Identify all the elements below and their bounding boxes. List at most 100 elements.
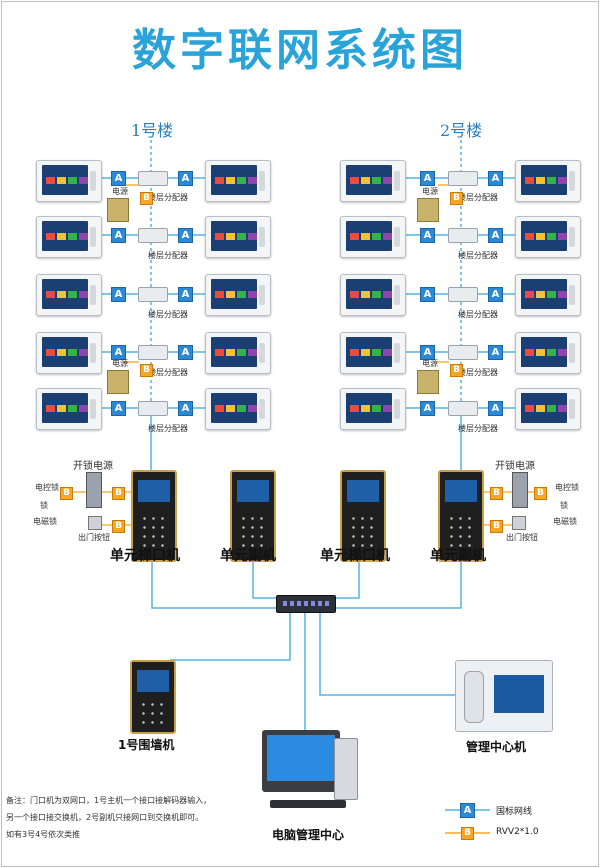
indoor-monitor [340, 274, 406, 316]
network-cable-marker: A [488, 401, 503, 416]
splitter-label: 楼层分配器 [148, 193, 188, 202]
network-cable-marker: A [178, 401, 193, 416]
network-cable-marker: A [178, 228, 193, 243]
network-cable-marker: A [488, 287, 503, 302]
indoor-monitor [205, 216, 271, 258]
diagram-title: 数字联网系统图 [132, 25, 468, 76]
network-cable-marker: A [178, 287, 193, 302]
psu-label: 电源 [422, 187, 438, 196]
power-cable-marker: B [60, 487, 73, 500]
link-wall [170, 611, 291, 661]
psu-label: 电源 [112, 359, 128, 368]
note-line-3: 如有3号4号依次类推 [6, 830, 81, 839]
lock-power-label-right: 开锁电源 [495, 461, 535, 472]
network-cable-marker: A [420, 228, 435, 243]
magnetic-lock-label-right: 电磁锁 [553, 517, 577, 526]
floor-splitter [448, 401, 478, 416]
network-cable-marker: A [488, 171, 503, 186]
indoor-monitor [515, 388, 581, 430]
link-unit3 [334, 560, 360, 599]
indoor-monitor [340, 332, 406, 374]
network-cable-marker: A [111, 287, 126, 302]
floor-splitter [448, 228, 478, 243]
lock-power-unit-left [86, 472, 102, 508]
splitter-label: 楼层分配器 [148, 424, 188, 433]
floor-splitter [448, 345, 478, 360]
network-cable-marker: A [178, 171, 193, 186]
psu-label: 电源 [112, 187, 128, 196]
electric-lock-label-left: 电控锁 [35, 483, 59, 492]
exit-button-label-right: 出门按钮 [506, 533, 538, 542]
network-cable-marker: A [178, 345, 193, 360]
management-center-unit [455, 660, 553, 732]
network-cable-marker: A [111, 345, 126, 360]
legend-network-symbol: A [460, 803, 475, 818]
network-cable-marker: A [420, 171, 435, 186]
power-cable-marker: B [112, 520, 125, 533]
link-unit4 [334, 560, 462, 609]
legend-power-symbol: B [461, 827, 474, 840]
exit-button-label-left: 出门按钮 [78, 533, 110, 542]
indoor-monitor [340, 388, 406, 430]
network-cable-marker: A [111, 171, 126, 186]
wall-door-station [130, 660, 176, 734]
psu-label: 电源 [422, 359, 438, 368]
indoor-monitor [515, 332, 581, 374]
power-cable-marker: B [450, 364, 463, 377]
lock-power-unit-right [512, 472, 528, 508]
indoor-monitor [36, 388, 102, 430]
electric-lock-label-right: 电控锁 [555, 483, 579, 492]
riser-power-supply [417, 198, 439, 222]
network-cable-marker: A [488, 228, 503, 243]
legend-network-text: 国标网线 [496, 807, 533, 817]
link-unit2 [252, 560, 276, 599]
indoor-monitor [515, 216, 581, 258]
splitter-label: 楼层分配器 [148, 310, 188, 319]
floor-splitter [448, 287, 478, 302]
network-cable-marker: A [488, 345, 503, 360]
indoor-monitor [340, 160, 406, 202]
link-center [319, 611, 455, 696]
pc-center-label: 电脑管理中心 [272, 828, 345, 842]
indoor-monitor [515, 274, 581, 316]
building-1-label: 1号楼 [131, 121, 174, 140]
unit-label-right-main: 单元梯口机 [320, 548, 390, 564]
power-cable-marker: B [450, 192, 463, 205]
wall-unit-label: 1号围墙机 [118, 738, 175, 752]
indoor-monitor [205, 388, 271, 430]
riser-power-supply [107, 370, 129, 394]
building-2-label: 2号楼 [440, 121, 483, 140]
splitter-label: 楼层分配器 [458, 251, 498, 260]
network-cable-marker: A [420, 345, 435, 360]
unit-label-right-sub: 单元副机 [430, 548, 486, 564]
management-pc-monitor [262, 730, 340, 792]
power-cable-marker: B [112, 487, 125, 500]
network-cable-marker: A [420, 401, 435, 416]
unit-label-left-main: 单元梯口机 [110, 548, 180, 564]
magnetic-lock-label-left: 电磁锁 [33, 517, 57, 526]
unit-label-left-sub: 单元副机 [220, 548, 276, 564]
power-cable-marker: B [534, 487, 547, 500]
indoor-monitor [205, 332, 271, 374]
exit-button-left [88, 516, 102, 530]
management-pc-tower [334, 738, 358, 800]
floor-splitter [138, 345, 168, 360]
indoor-monitor [205, 274, 271, 316]
splitter-label: 楼层分配器 [458, 368, 498, 377]
indoor-monitor [36, 160, 102, 202]
indoor-monitor [340, 216, 406, 258]
lock-power-label-left: 开锁电源 [73, 461, 113, 472]
exit-button-right [512, 516, 526, 530]
splitter-label: 楼层分配器 [458, 310, 498, 319]
management-center-label: 管理中心机 [466, 740, 527, 754]
note-line-1: 备注：门口机为双网口，1号主机一个接口接解码器输入， [6, 796, 212, 805]
door-station-main-left [131, 470, 177, 562]
network-cable-marker: A [111, 401, 126, 416]
splitter-label: 楼层分配器 [458, 193, 498, 202]
door-station-sub-left [230, 470, 276, 562]
lock-label-right: 锁 [560, 501, 568, 510]
splitter-label: 楼层分配器 [458, 424, 498, 433]
network-switch [276, 595, 336, 613]
